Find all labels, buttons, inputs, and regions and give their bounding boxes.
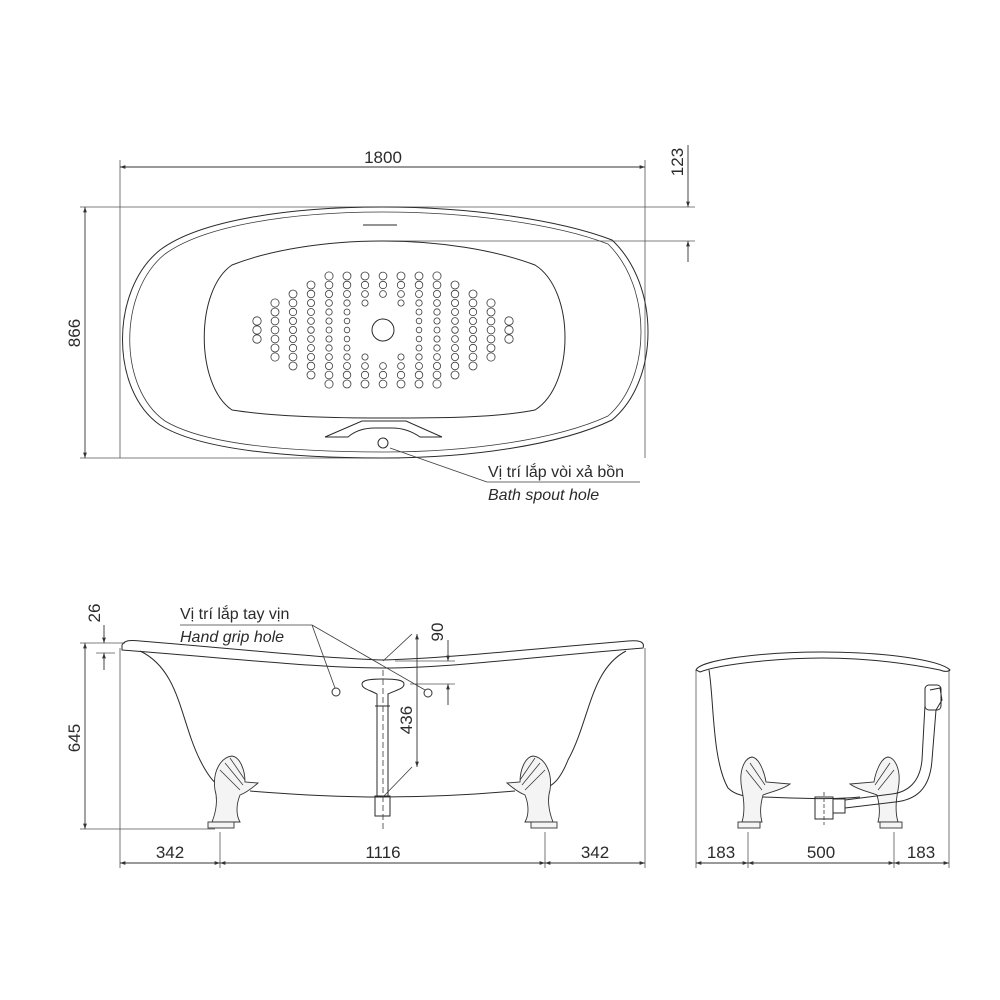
dimension-spout-offset-123: 123: [668, 148, 687, 176]
hand-grip-hole-right: [423, 688, 433, 698]
dimension-length-1800: 1800: [364, 148, 402, 167]
dimension-side-left-183: 183: [707, 843, 735, 862]
dimension-side-right-183: 183: [907, 843, 935, 862]
hand-grip-label-en: Hand grip hole: [180, 629, 284, 646]
dimension-left-overhang-342: 342: [156, 843, 184, 862]
spout-hole-label-en: Bath spout hole: [488, 487, 599, 504]
spout-plate: [324, 420, 443, 438]
side-left-foot: [737, 756, 792, 829]
dimension-right-overhang-342: 342: [581, 843, 609, 862]
side-rim-profile: [695, 651, 951, 673]
spout-hole-label-vi: Vị trí lắp vòi xả bồn: [488, 462, 624, 481]
dimension-rim-26: 26: [85, 604, 104, 623]
dimension-drain-436: 436: [397, 706, 416, 734]
tub-basin-outline: [203, 240, 566, 419]
drain-icon: [371, 318, 395, 342]
side-view: 183 500 183: [695, 651, 951, 868]
dimension-feet-spacing-1116: 1116: [365, 843, 400, 862]
tub-outer-rim: [122, 206, 649, 459]
overflow-drain-pipe: [814, 684, 943, 825]
drain-standpipe: [361, 670, 405, 830]
hand-grip-label-vi: Vị trí lắp tay vịn: [180, 604, 289, 623]
dimension-width-866: 866: [65, 319, 84, 347]
front-view: 26 645: [65, 604, 646, 868]
top-view: 1800 866 123 Vị trí lắp vòi xả bồn Bath …: [65, 145, 695, 504]
dimension-height-645: 645: [65, 724, 84, 752]
spout-hole-icon: [377, 437, 389, 449]
dimension-grip-90: 90: [428, 623, 447, 642]
anti-slip-dimple-pattern: [252, 271, 514, 389]
left-foot: [207, 755, 260, 829]
side-right-foot: [848, 756, 903, 829]
dimension-side-spacing-500: 500: [807, 843, 835, 862]
hand-grip-hole-left: [331, 687, 341, 697]
right-foot: [505, 755, 558, 829]
tub-rim-profile: [121, 640, 644, 669]
